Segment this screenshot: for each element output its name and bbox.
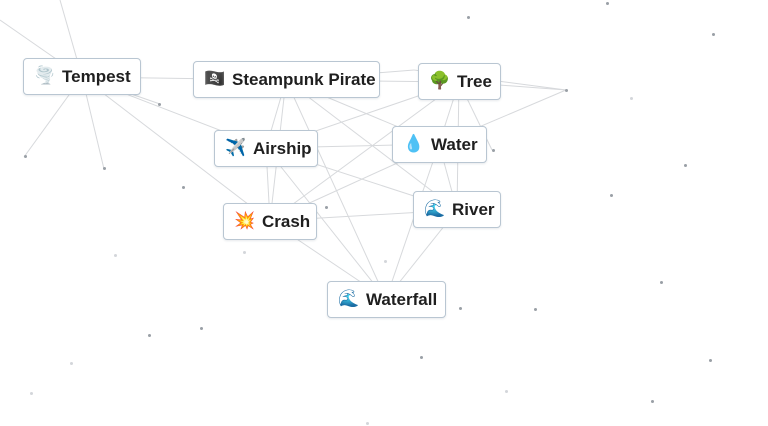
background-dot [610,194,613,197]
background-dot [384,260,387,263]
element-water[interactable]: 💧 Water [392,126,487,163]
element-label: Tempest [62,67,131,86]
tree-icon: 🌳 [429,71,451,91]
droplet-icon: 💧 [403,134,425,154]
collision-icon: 💥 [234,211,256,231]
background-dot [24,155,27,158]
background-dot [459,307,462,310]
background-dot [534,308,537,311]
element-label: Airship [253,139,312,158]
tornado-icon: 🌪️ [34,66,56,86]
connection-line [269,81,460,222]
background-dot [660,281,663,284]
background-dot [606,2,609,5]
background-dot [158,103,161,106]
wave-icon: 🌊 [424,199,446,219]
element-label: Crash [262,212,311,231]
connection-line [265,147,387,300]
background-dot [492,149,495,152]
element-airship[interactable]: ✈️ Airship [214,130,318,167]
element-steampunk-pirate[interactable]: 🏴‍☠️ Steampunk Pirate [193,61,380,98]
pirate-flag-icon: 🏴‍☠️ [204,69,226,89]
background-dot [114,254,117,257]
background-dot [243,251,246,254]
background-dot [684,164,687,167]
airship-icon: ✈️ [225,138,247,158]
connection-line [81,76,271,222]
background-dot [712,33,715,36]
element-label: Tree [457,72,492,91]
element-waterfall[interactable]: 🌊 Waterfall [327,281,446,318]
element-label: Water [431,135,478,154]
background-dot [709,359,712,362]
background-dot [325,206,328,209]
element-river[interactable]: 🌊 River [413,191,501,228]
element-crash[interactable]: 💥 Crash [223,203,317,240]
element-label: River [452,200,495,219]
background-dot [148,334,151,337]
background-dot [467,16,470,19]
background-dot [505,390,508,393]
element-label: Steampunk Pirate [232,70,376,89]
background-dot [651,400,654,403]
connection-line [385,143,440,300]
background-dot [366,422,369,425]
element-tempest[interactable]: 🌪️ Tempest [23,58,141,95]
element-tree[interactable]: 🌳 Tree [418,63,501,100]
connection-line [285,79,387,300]
background-dot [182,186,185,189]
background-dot [565,89,568,92]
connection-line [285,79,458,211]
background-dot [103,167,106,170]
background-dot [70,362,73,365]
element-label: Waterfall [366,290,438,309]
background-dot [420,356,423,359]
background-dot [30,392,33,395]
background-dot [200,327,203,330]
background-dot [630,97,633,100]
wave-icon: 🌊 [338,289,360,309]
